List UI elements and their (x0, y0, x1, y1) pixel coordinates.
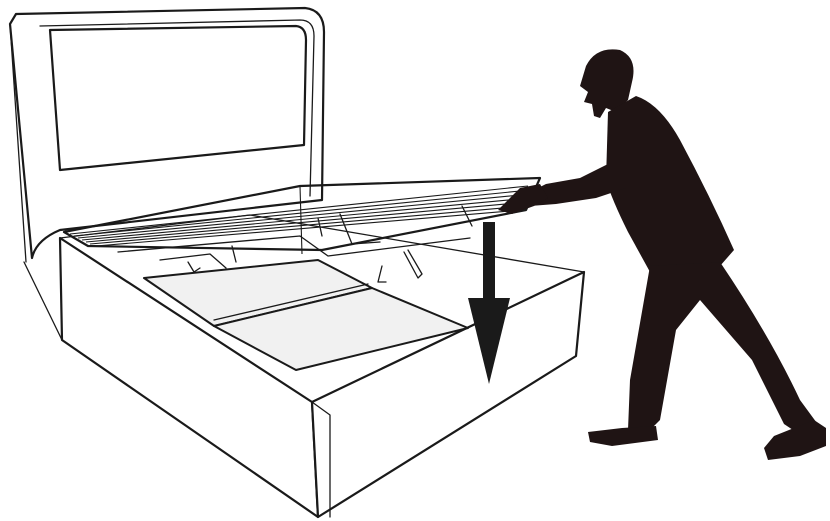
person-silhouette (498, 49, 826, 460)
